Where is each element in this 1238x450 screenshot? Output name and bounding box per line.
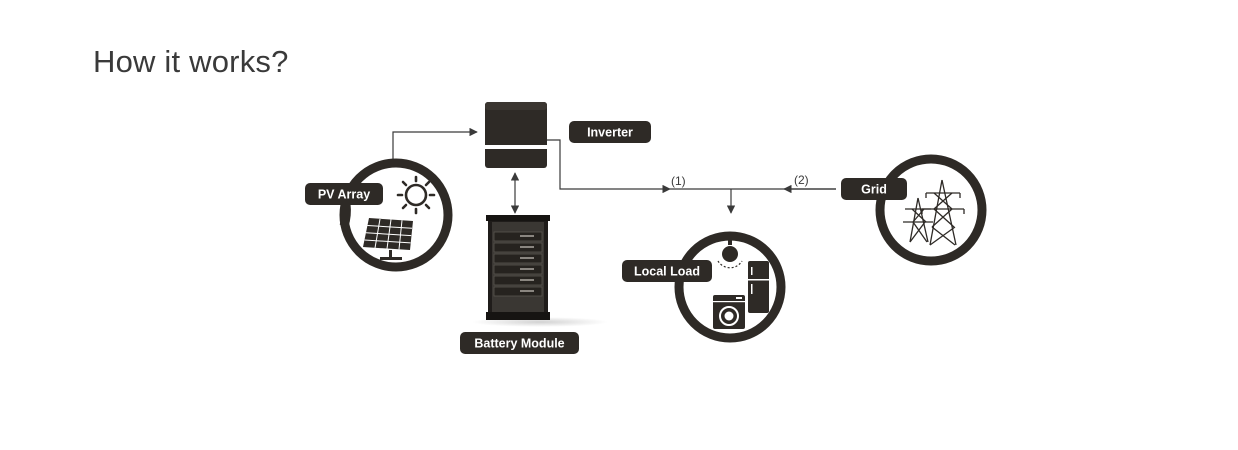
inverter-device bbox=[485, 102, 547, 168]
battery-module-label: Battery Module bbox=[460, 332, 579, 354]
solar-panel-icon bbox=[363, 218, 413, 260]
pv-array-label-text: PV Array bbox=[318, 188, 370, 202]
grid-icon bbox=[875, 154, 987, 266]
local-load-icon bbox=[674, 231, 786, 343]
inverter-label: Inverter bbox=[569, 121, 651, 143]
pv-to-inverter-line bbox=[392, 127, 478, 162]
flow-label-2: (2) bbox=[794, 173, 809, 187]
local-load-label-text: Local Load bbox=[634, 265, 700, 279]
inverter-label-text: Inverter bbox=[587, 126, 633, 140]
battery-module-label-text: Battery Module bbox=[474, 337, 564, 351]
power-tower-icon bbox=[903, 179, 965, 246]
pv-array-label: PV Array bbox=[305, 183, 383, 205]
connection-lines bbox=[392, 127, 836, 214]
sun-icon bbox=[396, 175, 436, 215]
inverter-to-load-line bbox=[547, 139, 671, 194]
page-title: How it works? bbox=[93, 44, 289, 79]
grid-label-text: Grid bbox=[861, 183, 887, 197]
pv-array-icon bbox=[339, 158, 453, 272]
fridge-icon bbox=[748, 261, 769, 313]
light-bulb-icon bbox=[717, 240, 743, 269]
grid-label: Grid bbox=[841, 178, 907, 200]
washing-machine-icon bbox=[713, 295, 745, 329]
flow-label-1: (1) bbox=[671, 174, 686, 188]
battery-rack-icon bbox=[472, 215, 608, 327]
local-load-label: Local Load bbox=[622, 260, 712, 282]
